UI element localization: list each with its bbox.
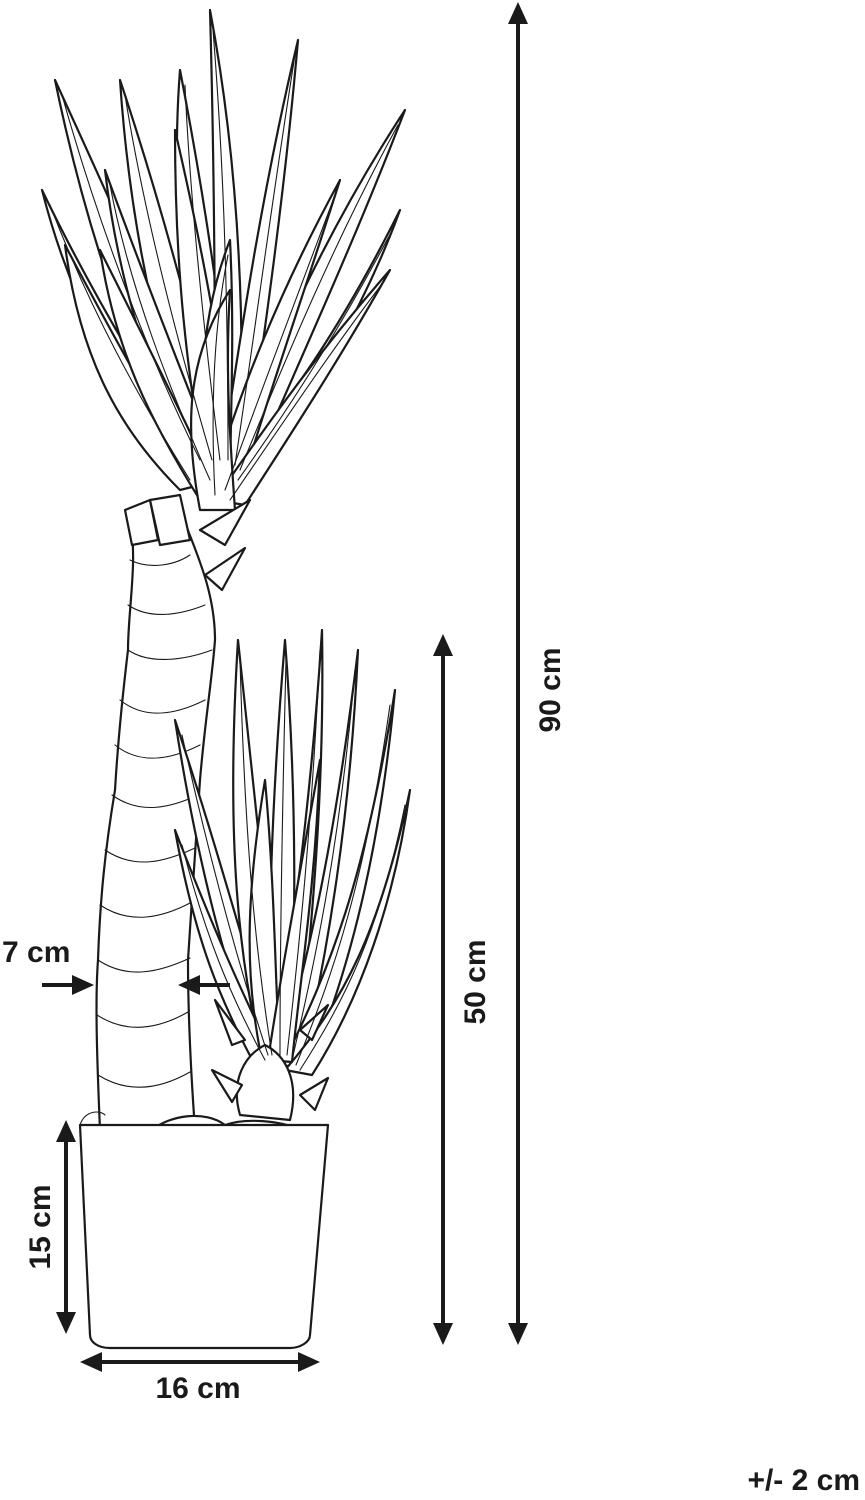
label-50cm: 50 cm — [459, 939, 492, 1024]
dimension-16cm — [80, 1352, 320, 1372]
dimension-15cm — [56, 1120, 76, 1334]
label-tolerance: +/- 2 cm — [747, 1464, 860, 1497]
dimension-7cm — [42, 975, 230, 995]
side-plant — [173, 628, 412, 1122]
pot — [78, 1111, 330, 1350]
main-trunk — [95, 493, 252, 1132]
label-15cm: 15 cm — [24, 1184, 57, 1269]
label-16cm: 16 cm — [155, 1372, 240, 1405]
label-7cm: 7 cm — [2, 936, 70, 969]
main-leaf-crown — [40, 8, 407, 512]
dimension-50cm — [433, 634, 453, 1345]
dimension-90cm — [508, 2, 528, 1345]
label-90cm: 90 cm — [534, 647, 567, 732]
